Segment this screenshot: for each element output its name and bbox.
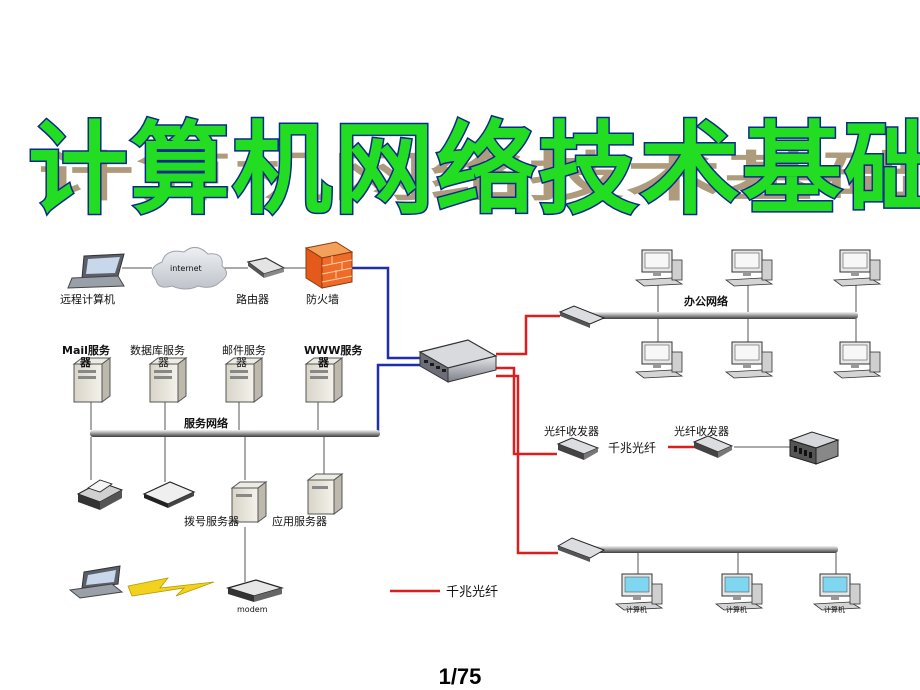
www-server-icon [304,357,344,403]
www-server-label: WWW服务器 [304,343,363,369]
office-network-label: 办公网络 [684,294,728,308]
office-switch-icon [558,305,606,328]
computer-icon [832,249,882,287]
cloud-icon [151,247,227,290]
office-pc-icons [634,249,882,379]
fiber-switch-icon [788,431,840,465]
server-net-to-core-link [376,363,420,435]
computer-icon [614,573,664,611]
lab-pc-label: 计算机 [726,605,747,614]
lab-pc-icons [614,573,862,611]
printer-icon [76,479,124,510]
server-network-label: 服务网络 [184,416,228,430]
dialup-laptop-icon [68,565,124,599]
firewall-icon [304,241,354,289]
dialup-server-label: 拨号服务器 [184,514,239,528]
laptop-icon [67,253,125,289]
title-shadow: 计算机网络技术基础 [38,145,920,208]
transceiver-label-left: 光纤收发器 [544,424,599,438]
lab-pc-label: 计算机 [824,605,845,614]
legend-label: 千兆光纤 [446,585,498,600]
firewall-to-core-link [352,266,420,360]
modem-label: modem [237,605,268,614]
internet-label: internet [170,264,202,273]
office-network-bar [580,312,858,319]
router-label: 路由器 [236,292,269,306]
computer-icon [724,249,774,287]
db-server-label: 数据库服务器 [130,343,185,369]
firewall-label: 防火墙 [306,292,339,306]
lab-network-bar [580,546,838,553]
dialup-server-icon [230,481,268,523]
email-server-icon [224,357,264,403]
page-title: 计算机网络技术基础 [27,109,920,230]
drop-lines [90,267,857,582]
fiber-links [496,314,694,555]
modem-icon [225,579,285,602]
router-icon [246,257,286,278]
lab-switch-icon [556,537,606,562]
database-server-icon [148,357,188,403]
computer-icon [634,249,684,287]
computer-icon [634,341,684,379]
transceiver-icon-right [692,435,734,458]
title-area: 计算机网络技术基础 计算机网络技术基础 [27,88,920,248]
transceiver-label-right: 光纤收发器 [674,424,729,438]
email-server-label: 邮件服务器 [222,344,266,369]
core-switch-icon [418,339,498,383]
gigabit-fiber-inline-label: 千兆光纤 [608,441,656,455]
mail-server-icon [72,357,112,403]
computer-icon [724,341,774,379]
app-server-icon [306,473,344,515]
server-network-bar [90,430,380,437]
transceiver-icon-left [556,437,600,460]
lightning-icon [127,577,215,597]
computer-icon [812,573,862,611]
mail-server-label: Mail服务器 [62,343,111,369]
computer-icon [714,573,764,611]
computer-icon [832,341,882,379]
remote-computer-label: 远程计算机 [60,292,115,306]
page-number: 1/75 [438,664,482,689]
app-server-label: 应用服务器 [272,514,327,528]
fiber-to-office [496,314,560,356]
scanner-icon [142,481,196,508]
lab-pc-label: 计算机 [626,605,647,614]
fiber-to-transceiver [496,366,557,456]
fiber-to-lab [496,374,558,555]
